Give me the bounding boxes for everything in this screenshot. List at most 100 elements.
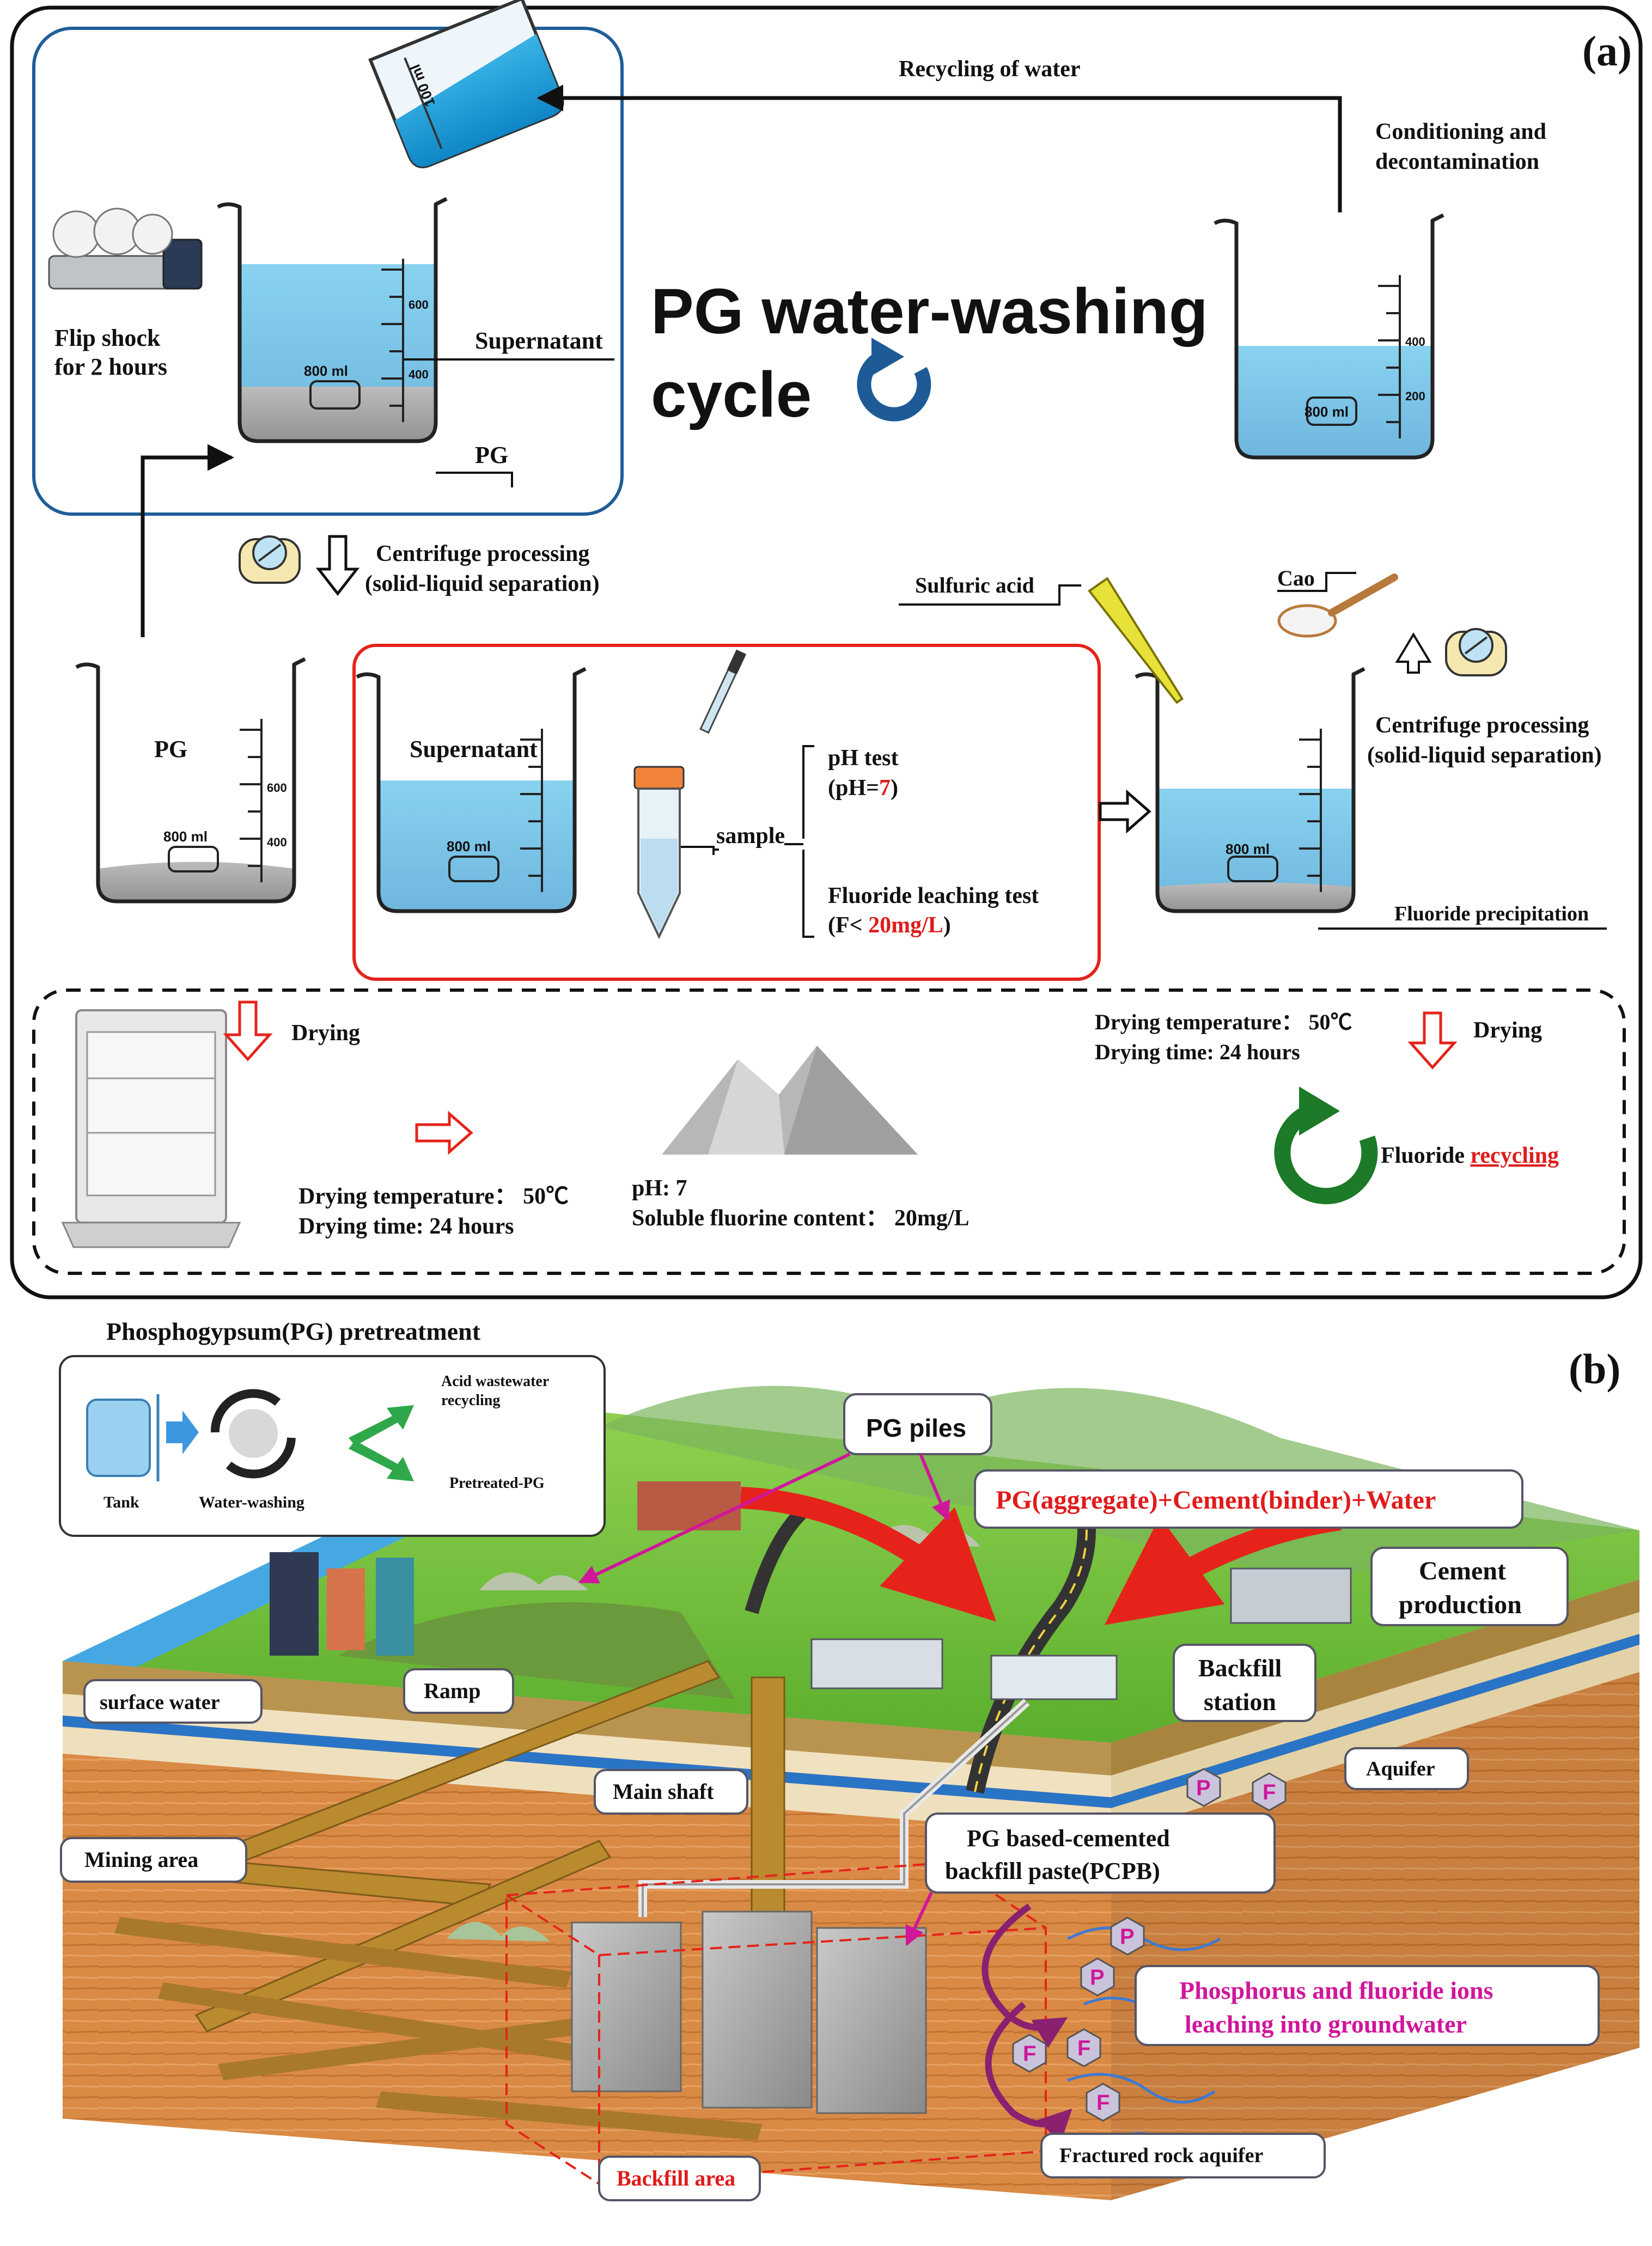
tick-label: 400: [1405, 335, 1425, 349]
red-down-arrow-icon: [1407, 1011, 1458, 1070]
right-arrow-icon: [1099, 789, 1151, 834]
aquifer-callout: Aquifer: [1344, 1747, 1469, 1790]
sample-tube-icon: [633, 766, 685, 939]
red-down-arrow-icon: [223, 1000, 273, 1061]
leach-line1: Phosphorus and fluoride ions: [1179, 1976, 1493, 2004]
main-shaft-label: Main shaft: [613, 1779, 714, 1804]
tick-label: 600: [267, 781, 287, 795]
pg-piles-callout: PG piles: [578, 1393, 992, 1584]
tick-label: 400: [409, 368, 429, 381]
beaker-supernatant: 800 ml: [357, 669, 586, 911]
blue-arrow-icon: [166, 1411, 199, 1454]
drying-time-right: Drying time: 24 hours: [1095, 1040, 1300, 1064]
ion-p: P: [1080, 1957, 1115, 1997]
pg-pile: [479, 1572, 588, 1590]
red-right-arrow-icon: [415, 1110, 473, 1155]
cement-callout: Cement production: [1370, 1547, 1569, 1626]
backfill-station-line1: Backfill: [1198, 1654, 1282, 1682]
leader-line: [436, 472, 513, 487]
processing-plant: [810, 1638, 943, 1689]
cycle-icon: [857, 338, 931, 422]
surface-water-label: surface water: [100, 1691, 220, 1714]
drying-label-left: Drying: [291, 1021, 360, 1046]
ion-f: F: [1086, 2083, 1120, 2122]
tank-label: Tank: [103, 1493, 139, 1511]
svg-text:P: P: [1196, 1776, 1211, 1800]
leader-line: [681, 846, 715, 855]
drying-frame: [32, 988, 1626, 1275]
svg-text:F: F: [1023, 2042, 1036, 2066]
green-arrow-icon: [349, 1405, 414, 1446]
conditioning-line2: decontamination: [1375, 149, 1539, 174]
graduated-cylinder-icon: 100 ml: [368, 0, 564, 168]
panel-a: (a) 100 ml Flip shock for 2 hours: [10, 0, 1643, 1299]
svg-text:F: F: [1263, 1780, 1276, 1804]
ion-f: F: [1066, 2028, 1101, 2067]
ramp-callout: Ramp: [403, 1668, 514, 1714]
conditioning-line1: Conditioning and: [1375, 119, 1546, 144]
down-arrow-icon: [315, 535, 360, 596]
backfill-area-label: Backfill area: [617, 2166, 735, 2190]
beaker-volume-label: 800 ml: [447, 838, 491, 855]
pretreated-label: Pretreated-PG: [449, 1475, 545, 1492]
recycling-water-arrow: [537, 84, 1342, 212]
svg-text:F: F: [1096, 2091, 1110, 2115]
beaker-pg: 800 ml 600 400: [76, 659, 305, 901]
mix-label: PG(aggregate)+Cement(binder)+Water: [996, 1486, 1436, 1515]
pretreatment-title: Phosphogypsum(PG) pretreatment: [106, 1317, 481, 1345]
fluoride-test-label: Fluoride leaching test: [828, 883, 1039, 908]
beaker-volume-label: 800 ml: [304, 363, 348, 379]
tick-label: 600: [409, 298, 429, 312]
fluoride-recycling-icon: [1274, 1087, 1378, 1205]
leaching-callout: Phosphorus and fluoride ions leaching in…: [1135, 1965, 1600, 2046]
beaker-shaking: 800 ml 600 400: [218, 199, 447, 441]
pcpb-line2: backfill paste(PCPB): [945, 1858, 1160, 1884]
spoon-icon: [1277, 573, 1398, 638]
tank-icon: [86, 1394, 160, 1481]
ion-f: F: [1252, 1772, 1287, 1811]
backfill-block: [816, 1927, 927, 2114]
surface-water-callout: surface water: [83, 1679, 263, 1724]
soluble-fluorine: Soluble fluorine content： 20mg/L: [632, 1206, 970, 1231]
beaker-volume-label: 800 ml: [1304, 404, 1349, 420]
oven-icon: [61, 1009, 241, 1248]
cao-label: Cao: [1277, 566, 1315, 590]
centrifuge-line2: (solid-liquid separation): [365, 571, 600, 596]
leaching-flow-arrow: [985, 2001, 1072, 2144]
leaching-flow-arrow: [982, 1903, 1068, 2048]
ion-f: F: [1012, 2034, 1047, 2073]
pg-label: PG: [475, 442, 508, 468]
pipette-icon: [699, 649, 747, 734]
supernatant-label: Supernatant: [475, 327, 603, 354]
acid-line1: Acid wastewater: [441, 1373, 549, 1390]
mix-arrow-left: [740, 1487, 997, 1622]
ph-result: pH: 7: [632, 1176, 687, 1201]
cement-line2: production: [1399, 1590, 1522, 1619]
pg-beaker-label: PG: [154, 736, 187, 762]
sample-label: sample: [716, 823, 785, 849]
backfill-station-line2: station: [1204, 1688, 1276, 1716]
drying-temp-right: Drying temperature： 50℃: [1095, 1010, 1352, 1034]
aquifer-label: Aquifer: [1366, 1757, 1435, 1780]
centrifuge-icon: [239, 535, 301, 584]
centrifuge-line1: Centrifuge processing: [376, 541, 589, 566]
flip-shock-line1: Flip shock: [54, 325, 161, 351]
beaker-conditioning: 800 ml 400 200: [1215, 215, 1443, 457]
ph-test-label: pH test: [828, 746, 899, 771]
svg-text:P: P: [1120, 1925, 1135, 1949]
ramp-label: Ramp: [424, 1679, 480, 1703]
backfill-station-building: [990, 1655, 1118, 1700]
cycle-title-line2: cycle: [651, 359, 812, 431]
panel-b: Phosphogypsum(PG) pretreatment (b): [59, 1317, 1639, 2201]
fractured-callout: Fractured rock aquifer: [1040, 2133, 1326, 2178]
centrifuge-icon: [1445, 628, 1507, 676]
recycling-water-label: Recycling of water: [899, 57, 1081, 82]
factory-building: [637, 1481, 741, 1530]
centrifuge2-line2: (solid-liquid separation): [1367, 743, 1602, 768]
up-arrow-icon: [1395, 632, 1432, 674]
city-building: [327, 1568, 365, 1650]
panel-a-label: (a): [1582, 27, 1632, 75]
mix-callout: PG(aggregate)+Cement(binder)+Water: [974, 1469, 1523, 1529]
bracket: [802, 850, 814, 938]
